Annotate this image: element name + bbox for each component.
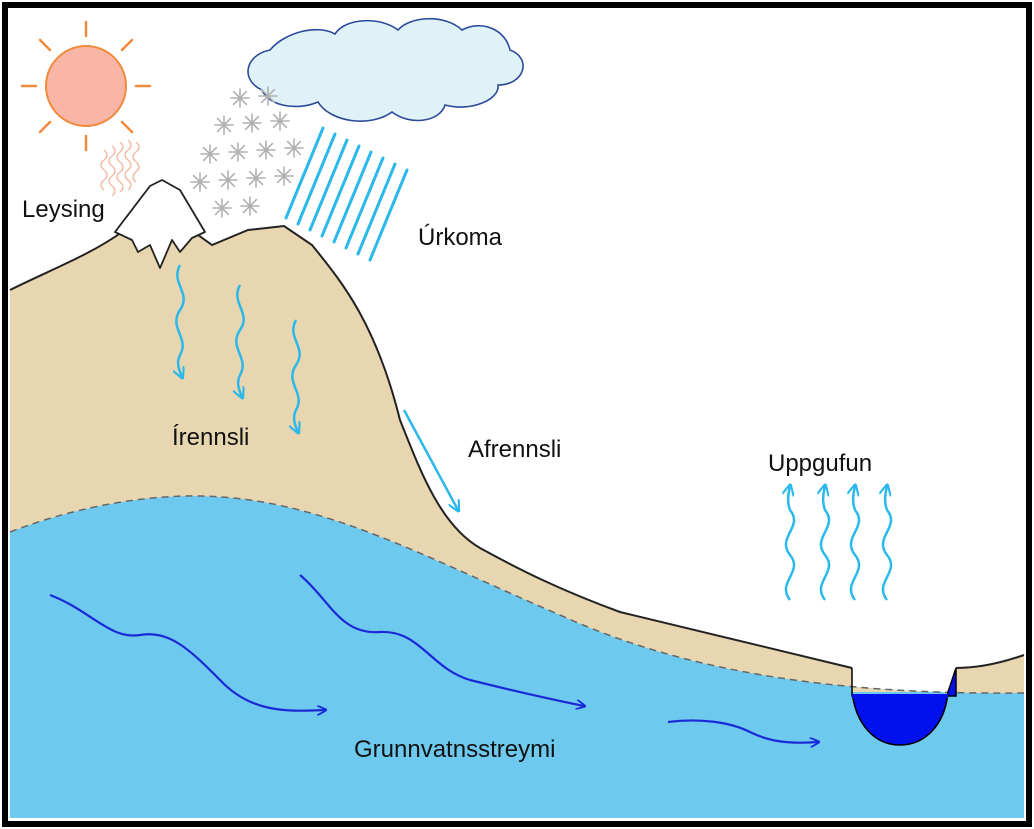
snowflake-icon bbox=[247, 169, 265, 187]
label-uppgufun: Uppgufun bbox=[768, 452, 872, 476]
snowflake-icon bbox=[191, 173, 209, 191]
snowflake-icon bbox=[229, 143, 247, 161]
evaporation-arrow bbox=[883, 486, 891, 600]
label-grunnvatnsstreymi: Grunnvatnsstreymi bbox=[354, 738, 555, 762]
snowflake-icon bbox=[215, 116, 233, 134]
cloud-icon bbox=[248, 19, 523, 121]
snowflake-icon bbox=[275, 167, 293, 185]
snowflake-icon bbox=[241, 197, 259, 215]
label-urkoma: Úrkoma bbox=[418, 226, 502, 250]
sun-icon bbox=[22, 22, 150, 150]
label-irennsli: Írennsli bbox=[172, 426, 249, 450]
snowflake-icon bbox=[257, 141, 275, 159]
evaporation-arrow bbox=[851, 486, 859, 600]
label-afrennsli: Afrennsli bbox=[468, 438, 561, 462]
snowflake-icon bbox=[219, 171, 237, 189]
heat-waves-icon bbox=[101, 140, 139, 196]
evaporation-arrows bbox=[786, 486, 891, 600]
evaporation-arrow bbox=[821, 486, 829, 600]
snowflake-icon bbox=[285, 139, 303, 157]
snowflake-icon bbox=[259, 87, 277, 105]
snowflake-icon bbox=[231, 89, 249, 107]
groundwater-area bbox=[10, 496, 1024, 818]
label-leysing: Leysing bbox=[22, 198, 105, 222]
evaporation-arrow bbox=[786, 486, 794, 600]
snowflake-icon bbox=[213, 199, 231, 217]
snowflake-icon bbox=[243, 114, 261, 132]
snowflake-icon bbox=[271, 112, 289, 130]
snowflake-icon bbox=[201, 145, 219, 163]
